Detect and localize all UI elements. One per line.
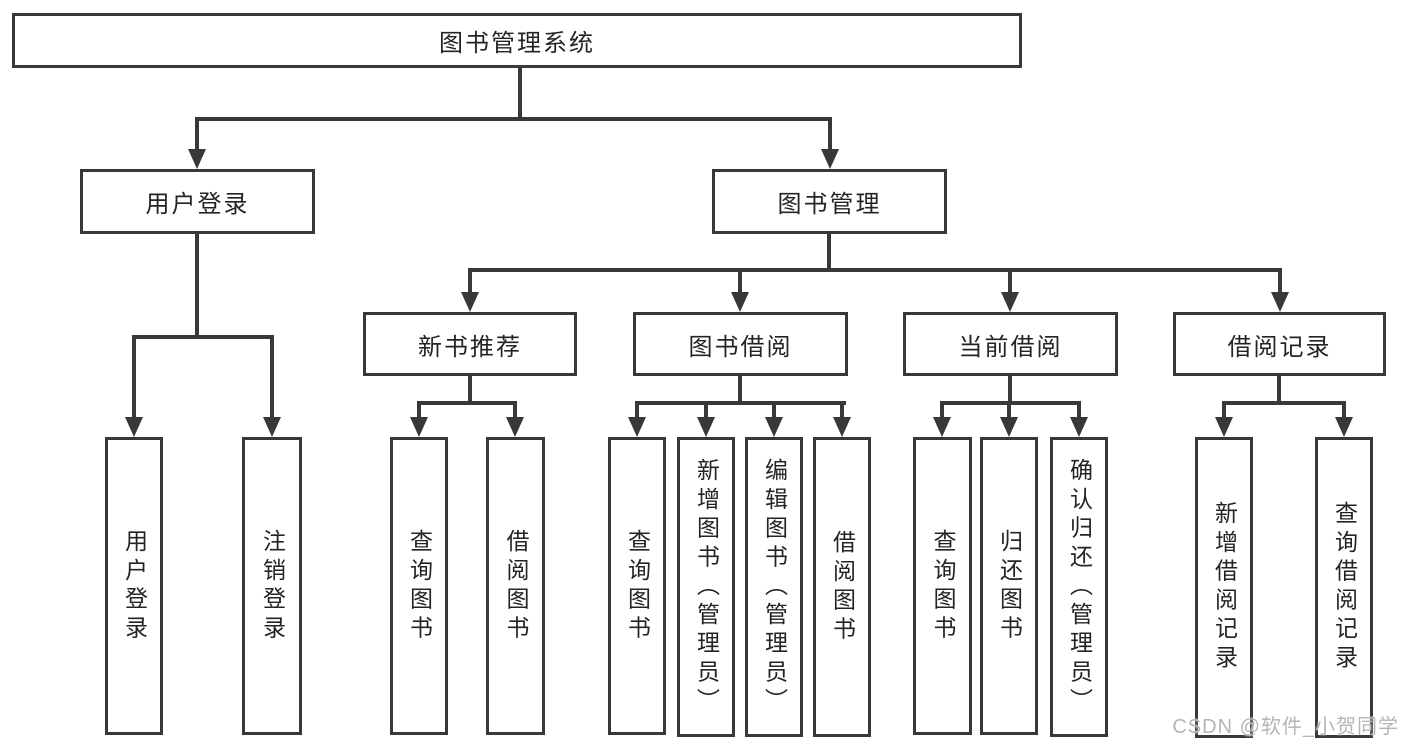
leaf-query-borrow-record-label: 查询借阅记录	[1331, 501, 1358, 674]
arrowhead-down-icon	[765, 417, 783, 437]
connector-line-vertical	[827, 232, 831, 272]
leaf-query-book-newbook: 查询图书	[390, 437, 448, 735]
connector-line-vertical	[1008, 374, 1012, 405]
connector-arrow-stem	[195, 117, 199, 152]
leaf-return-book: 归还图书	[980, 437, 1038, 735]
leaf-borrow-book-newbook: 借阅图书	[486, 437, 545, 735]
arrowhead-down-icon	[933, 417, 951, 437]
leaf-query-book-bookborrow: 查询图书	[608, 437, 666, 735]
connector-line-horizontal	[195, 117, 832, 121]
arrowhead-down-icon	[410, 417, 428, 437]
connector-line-horizontal	[468, 268, 1282, 272]
connector-arrow-stem	[940, 401, 944, 419]
watermark: CSDN @软件_小贺同学	[1172, 716, 1399, 738]
arrowhead-down-icon	[125, 417, 143, 437]
connector-arrow-stem	[738, 268, 742, 295]
arrowhead-down-icon	[263, 417, 281, 437]
connector-line-vertical	[518, 66, 522, 121]
connector-arrow-stem	[468, 268, 472, 295]
connector-arrow-stem	[1077, 401, 1081, 419]
arrowhead-down-icon	[1070, 417, 1088, 437]
connector-arrow-stem	[828, 117, 832, 152]
leaf-query-book-current-label: 查询图书	[930, 528, 956, 644]
leaf-edit-book-admin-label: 编辑图书（管理员）	[761, 457, 788, 717]
connector-line-vertical	[468, 374, 472, 405]
node-root: 图书管理系统	[12, 13, 1022, 68]
connector-line-vertical	[738, 374, 742, 405]
arrowhead-down-icon	[1001, 292, 1019, 312]
connector-line-horizontal	[132, 335, 274, 339]
leaf-query-borrow-record: 查询借阅记录	[1315, 437, 1373, 738]
node-book-mgmt: 图书管理	[712, 169, 947, 234]
connector-arrow-stem	[635, 401, 639, 419]
node-book-borrow-label: 图书借阅	[688, 333, 793, 361]
leaf-query-book-current: 查询图书	[913, 437, 972, 735]
arrowhead-down-icon	[1335, 417, 1353, 437]
arrowhead-down-icon	[628, 417, 646, 437]
leaf-query-book-bookborrow-label: 查询图书	[624, 528, 651, 644]
connector-line-horizontal	[417, 401, 517, 405]
leaf-add-borrow-record-label: 新增借阅记录	[1211, 501, 1238, 674]
node-current-borrow: 当前借阅	[903, 312, 1118, 376]
connector-arrow-stem	[132, 335, 136, 419]
connector-line-horizontal	[1222, 401, 1346, 405]
connector-arrow-stem	[1342, 401, 1346, 419]
connector-arrow-stem	[270, 335, 274, 419]
leaf-user-login: 用户登录	[105, 437, 163, 735]
node-root-label: 图书管理系统	[439, 30, 595, 57]
arrowhead-down-icon	[833, 417, 851, 437]
leaf-borrow-book-bookborrow: 借阅图书	[813, 437, 871, 737]
leaf-user-login-label: 用户登录	[121, 528, 148, 644]
connector-arrow-stem	[704, 401, 708, 419]
leaf-query-book-newbook-label: 查询图书	[406, 528, 433, 644]
leaf-add-book-admin: 新增图书（管理员）	[677, 437, 735, 737]
node-book-mgmt-label: 图书管理	[777, 191, 882, 218]
arrowhead-down-icon	[506, 417, 524, 437]
leaf-logout-login: 注销登录	[242, 437, 302, 735]
connector-arrow-stem	[1008, 268, 1012, 295]
arrowhead-down-icon	[731, 292, 749, 312]
leaf-borrow-book-bookborrow-label: 借阅图书	[829, 529, 856, 645]
connector-arrow-stem	[840, 401, 844, 419]
arrowhead-down-icon	[821, 149, 839, 169]
connector-arrow-stem	[1278, 268, 1282, 295]
node-new-book-label: 新书推荐	[418, 333, 522, 361]
connector-line-vertical	[195, 232, 199, 339]
leaf-return-book-label: 归还图书	[996, 528, 1023, 644]
node-borrow-record: 借阅记录	[1173, 312, 1386, 376]
node-book-borrow: 图书借阅	[633, 312, 848, 376]
arrowhead-down-icon	[697, 417, 715, 437]
leaf-add-book-admin-label: 新增图书（管理员）	[693, 457, 720, 717]
node-borrow-record-label: 借阅记录	[1227, 333, 1332, 361]
connector-arrow-stem	[1222, 401, 1226, 419]
arrowhead-down-icon	[1215, 417, 1233, 437]
node-current-borrow-label: 当前借阅	[958, 333, 1063, 361]
connector-arrow-stem	[772, 401, 776, 419]
connector-arrow-stem	[1007, 401, 1011, 419]
leaf-logout-login-label: 注销登录	[259, 528, 286, 644]
connector-arrow-stem	[417, 401, 421, 419]
connector-line-vertical	[1277, 374, 1281, 405]
leaf-edit-book-admin: 编辑图书（管理员）	[745, 437, 803, 737]
leaf-confirm-return-admin: 确认归还（管理员）	[1050, 437, 1108, 737]
connector-arrow-stem	[513, 401, 517, 419]
arrowhead-down-icon	[1000, 417, 1018, 437]
node-user-login: 用户登录	[80, 169, 315, 234]
arrowhead-down-icon	[188, 149, 206, 169]
leaf-confirm-return-admin-label: 确认归还（管理员）	[1066, 457, 1093, 717]
node-user-login-label: 用户登录	[145, 191, 250, 218]
leaf-add-borrow-record: 新增借阅记录	[1195, 437, 1253, 738]
arrowhead-down-icon	[461, 292, 479, 312]
node-new-book: 新书推荐	[363, 312, 577, 376]
leaf-borrow-book-newbook-label: 借阅图书	[503, 528, 529, 644]
arrowhead-down-icon	[1271, 292, 1289, 312]
